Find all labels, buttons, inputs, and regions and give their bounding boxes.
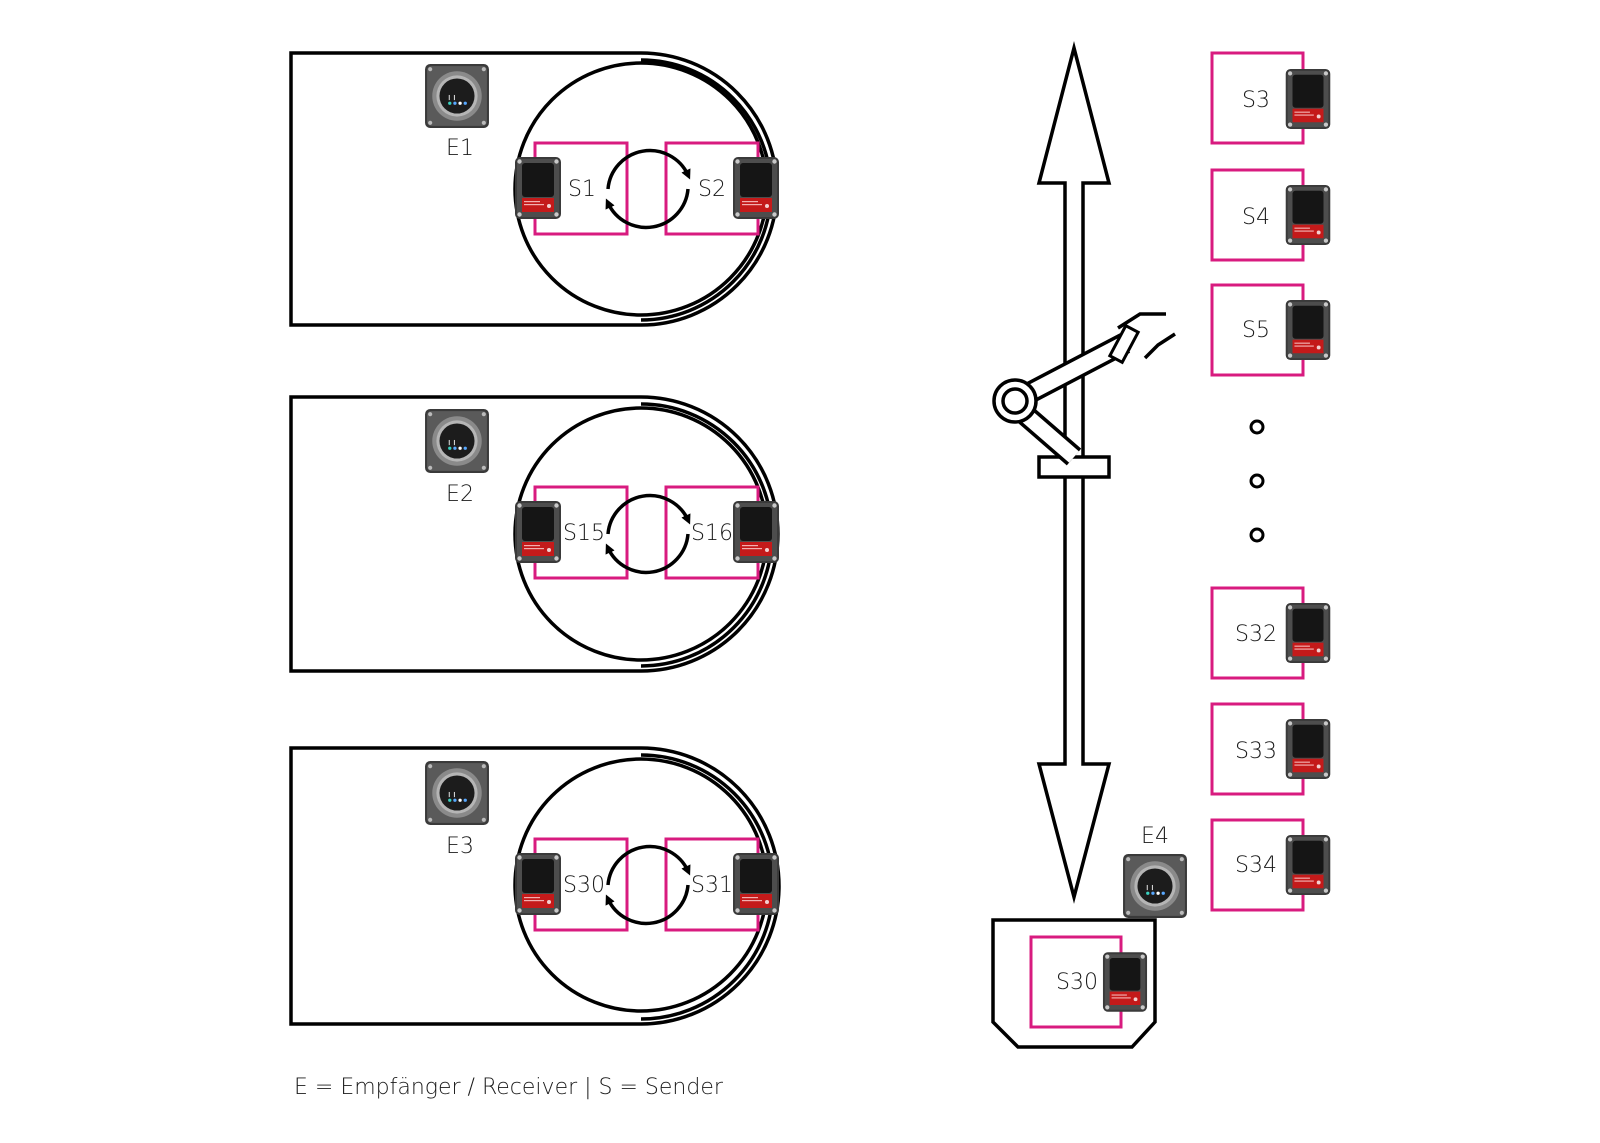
storage-label-s33: S33	[1235, 739, 1277, 764]
transfer-housing	[991, 918, 1157, 1049]
sender-device-s4	[1285, 184, 1331, 246]
ellipsis-dot	[1249, 473, 1265, 489]
rotation-arrow-bottom	[605, 884, 690, 926]
legend-text: E = Empfänger / Receiver | S = Sender	[294, 1075, 724, 1100]
rotation-arrow-top	[606, 844, 691, 886]
sender-device-left	[515, 157, 561, 219]
station-2: E2 S15 S16	[289, 395, 780, 673]
rotation-arrow-top	[606, 148, 691, 190]
sender-device-s5	[1285, 299, 1331, 361]
rotation-arrow-bottom	[605, 533, 690, 575]
sender-device-s33	[1285, 718, 1331, 780]
rotation-arrow-bottom	[605, 188, 690, 230]
station-1: E1 S1 S2	[289, 51, 779, 327]
sender-device-right	[733, 501, 779, 563]
transport-axis-arrow	[1036, 41, 1112, 904]
storage-label-s5: S5	[1242, 318, 1270, 343]
sender-device-left	[515, 853, 561, 915]
receiver-label: E3	[446, 834, 474, 859]
sender-label-right: S2	[698, 177, 726, 202]
storage-rack: S3 S4 S5 S32 S33 S34	[1210, 51, 1331, 912]
sender-label-left: S15	[563, 521, 605, 546]
sender-device-right	[733, 853, 779, 915]
transfer-receiver-label: E4	[1141, 824, 1169, 849]
robot-wrist	[1107, 323, 1141, 365]
sender-device-s34	[1285, 834, 1331, 896]
storage-label-s3: S3	[1242, 88, 1270, 113]
transfer-sender-device	[1102, 952, 1148, 1012]
receiver-device	[425, 761, 489, 825]
sender-device-right	[733, 157, 779, 219]
rotation-arrow-top	[606, 493, 691, 535]
storage-label-s4: S4	[1242, 205, 1270, 230]
sender-label-right: S31	[691, 873, 733, 898]
transfer-station: S30 E4	[991, 824, 1187, 1049]
ellipsis-dot	[1249, 419, 1265, 435]
receiver-device	[425, 409, 489, 473]
receiver-label: E2	[446, 482, 474, 507]
ellipsis-dots	[1249, 419, 1265, 543]
transfer-receiver-device	[1123, 854, 1187, 918]
sender-device-s3	[1285, 68, 1331, 130]
robot-joint-inner	[1001, 387, 1029, 415]
robot-arm	[992, 312, 1176, 479]
receiver-label: E1	[446, 136, 474, 161]
ellipsis-dot	[1249, 527, 1265, 543]
sender-label-left: S1	[568, 177, 596, 202]
sender-label-right: S16	[691, 521, 733, 546]
sender-device-s32	[1285, 602, 1331, 664]
storage-label-s32: S32	[1235, 622, 1277, 647]
robot-carriage	[1037, 455, 1111, 479]
robot-gripper	[1117, 312, 1176, 360]
receiver-device	[425, 64, 489, 128]
storage-label-s34: S34	[1235, 853, 1277, 878]
sender-label-left: S30	[563, 873, 605, 898]
station-3: E3 S30 S31	[289, 746, 781, 1026]
transfer-sender-label: S30	[1056, 970, 1098, 995]
sender-device-left	[515, 501, 561, 563]
